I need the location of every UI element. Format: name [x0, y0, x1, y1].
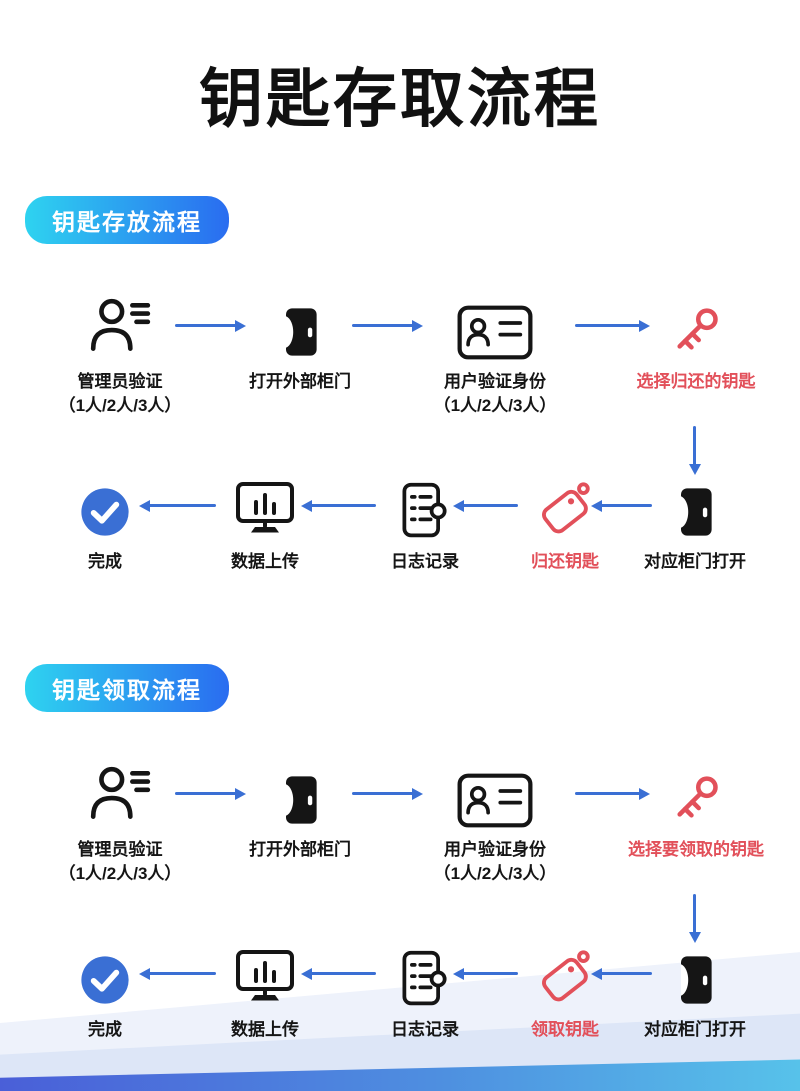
arrow-left-icon: [310, 972, 376, 975]
arrow-left-icon: [148, 504, 216, 507]
node-label: 选择归还的钥匙: [636, 372, 756, 391]
arrow-right-icon: [575, 792, 641, 795]
node-sublabel: （1人/2人/3人）: [58, 395, 182, 415]
flow-node-log-record: 日志记录: [350, 938, 500, 1042]
arrow-left-icon: [600, 504, 652, 507]
node-label: 用户验证身份: [444, 840, 546, 859]
node-label: 打开外部柜门: [249, 840, 351, 859]
flow-node-pickup-key: 领取钥匙: [490, 938, 640, 1042]
node-label: 用户验证身份: [444, 372, 546, 391]
arrow-right-icon: [352, 792, 414, 795]
node-label: 归还钥匙: [531, 552, 599, 571]
flow-node-admin-verify: 管理员验证 （1人/2人/3人）: [45, 290, 195, 418]
check-circle-icon: [30, 938, 180, 1008]
section-badge-pickup: 钥匙领取流程: [25, 664, 229, 712]
node-sublabel: （1人/2人/3人）: [433, 863, 557, 883]
node-label: 管理员验证: [77, 372, 163, 391]
flow-node-open-outer-door: 打开外部柜门: [225, 758, 375, 862]
node-sublabel: （1人/2人/3人）: [433, 395, 557, 415]
flow-node-log-record: 日志记录: [350, 470, 500, 574]
node-label: 对应柜门打开: [644, 1020, 746, 1039]
arrow-right-icon: [175, 324, 237, 327]
flow-node-complete: 完成: [30, 938, 180, 1042]
flow-node-admin-verify: 管理员验证 （1人/2人/3人）: [45, 758, 195, 886]
node-label: 选择要领取的钥匙: [628, 840, 764, 859]
node-sublabel: （1人/2人/3人）: [58, 863, 182, 883]
flow-node-user-verify: 用户验证身份 （1人/2人/3人）: [420, 758, 570, 886]
node-label: 对应柜门打开: [644, 552, 746, 571]
node-label: 日志记录: [391, 552, 459, 571]
flow-node-select-key: 选择要领取的钥匙: [608, 758, 784, 862]
section-key-store-flow: 钥匙存放流程 管理员验证 （1人/2人/3人） 打开外部柜门 用户验证身份 （1…: [0, 190, 800, 622]
arrow-right-icon: [575, 324, 641, 327]
flow-node-return-key: 归还钥匙: [490, 470, 640, 574]
id-card-icon: [420, 290, 570, 360]
arrow-left-icon: [148, 972, 216, 975]
section-badge-store: 钥匙存放流程: [25, 196, 229, 244]
page-title: 钥匙存取流程: [199, 63, 601, 135]
arrow-left-icon: [462, 504, 518, 507]
flow-node-open-outer-door: 打开外部柜门: [225, 290, 375, 394]
node-label: 数据上传: [231, 552, 299, 571]
admin-person-icon: [45, 758, 195, 828]
arrow-down-icon: [693, 894, 696, 934]
node-label: 日志记录: [391, 1020, 459, 1039]
key-icon: [608, 758, 784, 828]
flow-node-door-opens: 对应柜门打开: [620, 938, 770, 1042]
arrow-left-icon: [462, 972, 518, 975]
arrow-right-icon: [352, 324, 414, 327]
node-label: 完成: [88, 552, 122, 571]
flow-node-data-upload: 数据上传: [190, 938, 340, 1042]
arrow-right-icon: [175, 792, 237, 795]
node-label: 领取钥匙: [531, 1020, 599, 1039]
node-label: 打开外部柜门: [249, 372, 351, 391]
id-card-icon: [420, 758, 570, 828]
key-icon: [608, 290, 784, 360]
arrow-left-icon: [310, 504, 376, 507]
node-label: 数据上传: [231, 1020, 299, 1039]
flow-node-select-key: 选择归还的钥匙: [608, 290, 784, 394]
node-label: 完成: [88, 1020, 122, 1039]
node-label: 管理员验证: [77, 840, 163, 859]
admin-person-icon: [45, 290, 195, 360]
flow-node-door-opens: 对应柜门打开: [620, 470, 770, 574]
arrow-down-icon: [693, 426, 696, 466]
check-circle-icon: [30, 470, 180, 540]
flow-node-user-verify: 用户验证身份 （1人/2人/3人）: [420, 290, 570, 418]
section-key-pickup-flow: 钥匙领取流程 管理员验证 （1人/2人/3人） 打开外部柜门 用户验证身份 （1…: [0, 658, 800, 1090]
flow-node-complete: 完成: [30, 470, 180, 574]
flow-node-data-upload: 数据上传: [190, 470, 340, 574]
arrow-left-icon: [600, 972, 652, 975]
